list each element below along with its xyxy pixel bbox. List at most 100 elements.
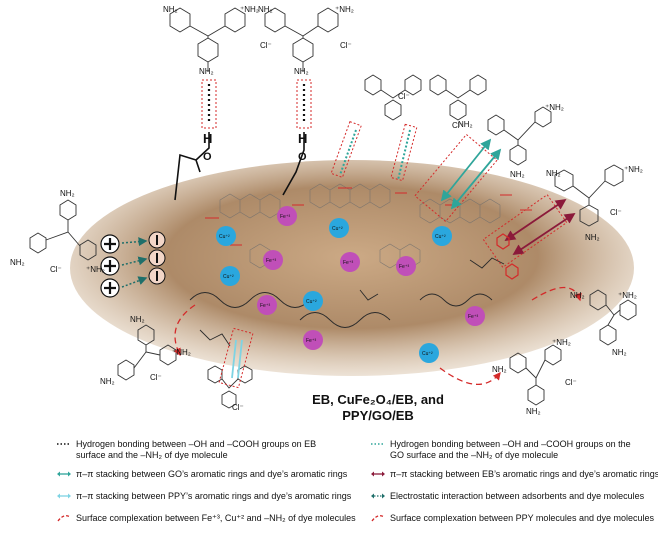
adsorbent-caption: EB, CuFe₂O₄/EB, and PPY/GO/EB bbox=[268, 392, 488, 424]
amine-label: NH₂ bbox=[10, 258, 25, 267]
dye-molecule bbox=[554, 164, 624, 227]
amine-label: NH₂ bbox=[546, 169, 561, 178]
fe-label: Fe⁺³ bbox=[343, 260, 353, 266]
dye-molecule bbox=[487, 106, 552, 166]
hydrogen-bonds-eb bbox=[174, 79, 312, 201]
legend: Hydrogen bonding between –OH and –COOH g… bbox=[0, 430, 658, 544]
amine-plus-label: ⁺NH₂ bbox=[240, 5, 259, 14]
cu-label: Cu⁺² bbox=[422, 351, 433, 357]
amine-plus-label: ⁺NH₂ bbox=[86, 265, 105, 274]
legend-text: Surface complexation between PPY molecul… bbox=[390, 513, 654, 523]
dye-molecules bbox=[29, 7, 637, 409]
fe-label: Fe⁺³ bbox=[306, 338, 316, 344]
hydrogen-bonds-go bbox=[330, 120, 418, 182]
dye-molecule bbox=[264, 7, 339, 72]
amine-label: NH₂ bbox=[526, 407, 541, 416]
fe-ion bbox=[303, 330, 323, 350]
cu-ion bbox=[419, 343, 439, 363]
cu-ions bbox=[216, 218, 452, 363]
legend-text: surface and the –NH₂ of dye molecule bbox=[76, 450, 228, 460]
pi-stacking-go bbox=[414, 133, 502, 223]
amine-label: NH₂ bbox=[585, 233, 600, 242]
surface-complexation bbox=[173, 287, 582, 386]
amine-label: NH₂ bbox=[258, 5, 273, 14]
amine-plus-label: ⁺NH₂ bbox=[545, 103, 564, 112]
chloride-label: Cl⁻ bbox=[340, 41, 352, 50]
chloride-label: Cl⁻ bbox=[610, 208, 622, 217]
dye-molecule bbox=[429, 74, 487, 121]
fe-ion bbox=[465, 306, 485, 326]
legend-text: GO surface and the –NH₂ of dye molecule bbox=[390, 450, 559, 460]
chloride-label: Cl⁻ bbox=[565, 378, 577, 387]
maroon-double-arrow-marker bbox=[371, 471, 385, 477]
cu-label: Cu⁺² bbox=[332, 226, 343, 232]
dye-molecule bbox=[29, 199, 97, 261]
dashed-red-marker bbox=[57, 515, 71, 522]
legend-text: Hydrogen bonding between –OH and –COOH g… bbox=[390, 439, 631, 449]
amine-label: NH₂ bbox=[163, 5, 178, 14]
amine-plus-label: ⁺NH₂ bbox=[552, 338, 571, 347]
pi-stacking-ppy bbox=[218, 327, 254, 389]
amine-plus-label: ⁺NH₂ bbox=[335, 5, 354, 14]
chloride-label: Cl⁻ bbox=[398, 92, 410, 101]
chloride-label: Cl⁻ bbox=[452, 121, 464, 130]
amine-label: NH₂ bbox=[100, 377, 115, 386]
hydrogen-atom-label: H bbox=[298, 131, 307, 146]
fe-label: Fe⁺³ bbox=[399, 264, 409, 270]
fe-ion bbox=[396, 256, 416, 276]
fe-ion bbox=[263, 250, 283, 270]
electrostatic-interactions bbox=[100, 231, 166, 298]
fe-ion bbox=[257, 295, 277, 315]
amine-label: NH₂ bbox=[492, 365, 507, 374]
cu-ion bbox=[329, 218, 349, 238]
fe-label: Fe⁺³ bbox=[266, 258, 276, 264]
legend-text: π–π stacking between GO’s aromatic rings… bbox=[76, 469, 348, 479]
fe-label: Fe⁺³ bbox=[280, 214, 290, 220]
legend-text: Electrostatic interaction between adsorb… bbox=[390, 491, 645, 501]
legend-text: π–π stacking between PPY’s aromatic ring… bbox=[76, 491, 352, 501]
dotted-black-marker bbox=[57, 443, 71, 445]
hydrogen-atom-label: H bbox=[203, 131, 212, 146]
dye-molecule bbox=[169, 7, 246, 72]
dashed-red-marker bbox=[371, 515, 385, 522]
amine-label: NH₂ bbox=[60, 189, 75, 198]
dye-molecule bbox=[589, 289, 637, 346]
amine-label: NH₂ bbox=[294, 67, 309, 76]
legend-text: Surface complexation between Fe⁺³, Cu⁺² … bbox=[76, 513, 356, 523]
adsorption-mechanism-diagram: Fe⁺³ Fe⁺³ Fe⁺³ Fe⁺³ Fe⁺³ Fe⁺³ Fe⁺³ Cu⁺² … bbox=[10, 5, 643, 416]
amine-label: NH₂ bbox=[612, 348, 627, 357]
cu-ion bbox=[303, 291, 323, 311]
dye-molecule bbox=[509, 344, 562, 406]
amine-plus-label: ⁺NH₂ bbox=[172, 348, 191, 357]
oxygen-atom-label: O bbox=[298, 151, 307, 163]
fe-label: Fe⁺³ bbox=[260, 303, 270, 309]
chloride-label: Cl⁻ bbox=[50, 265, 62, 274]
amine-label: NH₂ bbox=[510, 170, 525, 179]
dotted-teal-marker bbox=[371, 443, 385, 445]
dye-molecule bbox=[207, 365, 253, 409]
teal-double-arrow-marker bbox=[57, 471, 71, 477]
chloride-label: Cl⁻ bbox=[232, 403, 244, 412]
cu-label: Cu⁺² bbox=[223, 274, 234, 280]
pi-stacking-eb bbox=[482, 194, 576, 280]
cu-ion bbox=[432, 226, 452, 246]
legend-text: Hydrogen bonding between –OH and –COOH g… bbox=[76, 439, 317, 449]
dye-molecule bbox=[364, 74, 422, 121]
chloride-label: Cl⁻ bbox=[260, 41, 272, 50]
fe-ion bbox=[277, 206, 297, 226]
cu-label: Cu⁺² bbox=[219, 234, 230, 240]
cu-label: Cu⁺² bbox=[435, 234, 446, 240]
chloride-label: Cl⁻ bbox=[150, 373, 162, 382]
cu-label: Cu⁺² bbox=[306, 299, 317, 305]
fe-ions bbox=[257, 206, 485, 350]
amine-plus-label: ⁺NH₂ bbox=[624, 165, 643, 174]
cu-ion bbox=[216, 226, 236, 246]
amine-plus-label: ⁺NH₂ bbox=[618, 291, 637, 300]
caption-line-1: EB, CuFe₂O₄/EB, and bbox=[312, 392, 444, 407]
amine-label: NH₂ bbox=[458, 120, 473, 129]
amine-label: NH₂ bbox=[199, 67, 214, 76]
fe-ion bbox=[340, 252, 360, 272]
amine-label: NH₂ bbox=[570, 291, 585, 300]
amine-label: NH₂ bbox=[130, 315, 145, 324]
legend-text: π–π stacking between EB’s aromatic rings… bbox=[390, 469, 658, 479]
